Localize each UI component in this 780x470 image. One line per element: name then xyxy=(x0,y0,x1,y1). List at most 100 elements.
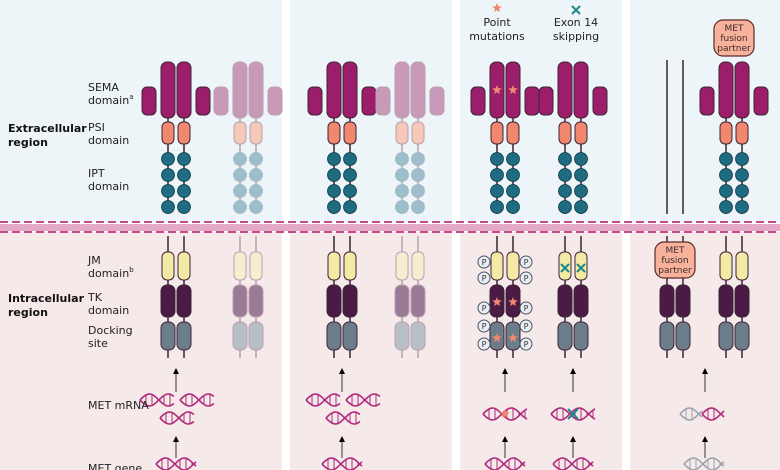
ipt-domain xyxy=(233,152,247,166)
extracellular-label-line2: region xyxy=(8,136,48,149)
helix-strand xyxy=(683,457,725,470)
gene-helix-skipping xyxy=(552,457,594,470)
jm-domain xyxy=(490,251,504,281)
psi-domain xyxy=(506,121,520,145)
ipt-domain xyxy=(490,152,504,166)
phospho-icon xyxy=(519,255,533,269)
jm-domain xyxy=(574,251,588,281)
receptor-panel1-faded xyxy=(213,61,283,358)
intracellular-panel-3 xyxy=(460,232,622,470)
helix-strand xyxy=(550,407,596,421)
tk-domain xyxy=(394,284,410,318)
docking-label-line2: site xyxy=(88,337,108,350)
docking-site xyxy=(326,321,342,351)
docking-site xyxy=(394,321,410,351)
psi-domain xyxy=(558,121,572,145)
mutation-star-icon xyxy=(492,85,502,94)
psi-label-line2: domain xyxy=(88,134,129,147)
sema-side-left xyxy=(141,86,157,116)
jm-domain xyxy=(327,251,341,281)
met-mrna-label: MET mRNA xyxy=(88,399,149,412)
jm-domain xyxy=(506,251,520,281)
helix-strand xyxy=(325,411,361,425)
ipt-domain xyxy=(506,152,520,166)
arrow-head xyxy=(502,436,508,442)
phospho-label: P xyxy=(482,304,487,313)
helix-strand xyxy=(552,457,594,470)
sema-side-right xyxy=(429,86,445,116)
ipt-domain xyxy=(395,200,409,214)
annotations: Point mutations Exon 14 skipping xyxy=(469,16,599,43)
fusion-partner-label: MET xyxy=(725,24,744,34)
jm-domain xyxy=(558,251,572,281)
ipt-domain xyxy=(177,152,191,166)
sema-side-left xyxy=(307,86,323,116)
tk-domain xyxy=(248,284,264,318)
sema-side-left xyxy=(470,86,486,116)
helix-strand xyxy=(345,393,381,407)
phospho-label: P xyxy=(482,322,487,331)
gene-helix xyxy=(155,457,197,470)
intracellular-label-line1: Intracellular xyxy=(8,292,85,305)
gene-helix-fusion xyxy=(683,457,725,470)
ipt-domain xyxy=(411,184,425,198)
ipt-domain xyxy=(490,168,504,182)
ipt-domain xyxy=(249,200,263,214)
exon14-label-line2: skipping xyxy=(553,30,599,43)
ipt-domain xyxy=(161,184,175,198)
docking-site xyxy=(659,321,675,351)
arrow-head xyxy=(570,436,576,442)
psi-domain xyxy=(490,121,504,145)
tk-domain xyxy=(326,284,342,318)
exon14-label-line1: Exon 14 xyxy=(554,16,598,29)
ipt-domain xyxy=(233,200,247,214)
ipt-domain xyxy=(343,184,357,198)
skip-cross-icon xyxy=(560,263,570,273)
ipt-domain xyxy=(177,168,191,182)
tk-domain xyxy=(557,284,573,318)
helix-strand xyxy=(701,407,725,418)
skip-cross-icon xyxy=(576,263,586,273)
tk-domain xyxy=(718,284,734,318)
mrna-helix xyxy=(305,393,341,407)
ipt-domain xyxy=(719,152,733,166)
psi-domain xyxy=(395,121,409,145)
ipt-domain xyxy=(327,168,341,182)
ipt-domain xyxy=(719,184,733,198)
receptor-panel2-faded xyxy=(375,61,445,358)
jm-domain xyxy=(249,251,263,281)
jm-domain xyxy=(395,251,409,281)
ipt-label-line1: IPT xyxy=(88,167,105,180)
mrna-helix-met xyxy=(701,407,725,421)
helix-strand xyxy=(484,457,526,470)
docking-site xyxy=(734,321,750,351)
phospho-icon xyxy=(477,319,491,333)
ipt-domain xyxy=(574,152,588,166)
ipt-domain xyxy=(719,200,733,214)
mutation-star-icon xyxy=(508,85,518,94)
helix-strand xyxy=(325,411,361,425)
ipt-domain xyxy=(161,200,175,214)
cell-membrane xyxy=(0,221,780,233)
ipt-domain xyxy=(395,168,409,182)
ipt-domain xyxy=(411,200,425,214)
membrane-band xyxy=(0,224,780,231)
tk-domain xyxy=(342,284,358,318)
sema-domain xyxy=(410,61,426,119)
helix-strand xyxy=(484,457,526,470)
psi-domain xyxy=(735,121,749,145)
sema-side-left xyxy=(538,86,554,116)
helix-strand xyxy=(155,457,197,470)
ipt-domain xyxy=(574,168,588,182)
phospho-label: P xyxy=(482,258,487,267)
intracellular-label-line2: region xyxy=(8,306,48,319)
ipt-domain xyxy=(327,200,341,214)
ipt-domain xyxy=(735,152,749,166)
sema-domain xyxy=(176,61,192,119)
mutation-star-icon xyxy=(508,297,518,306)
docking-site xyxy=(557,321,573,351)
psi-domain xyxy=(411,121,425,145)
arrow-head xyxy=(502,368,508,374)
psi-domain xyxy=(719,121,733,145)
